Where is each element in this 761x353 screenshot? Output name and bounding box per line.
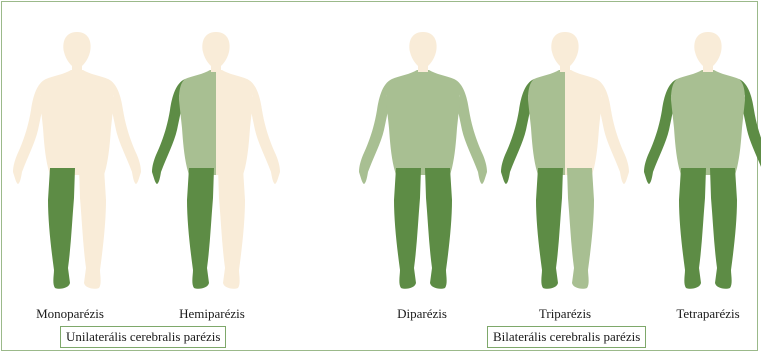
figure-diparézis xyxy=(359,32,487,289)
figure-hemiparézis xyxy=(152,32,280,289)
body-head xyxy=(694,32,721,72)
body-head xyxy=(202,32,229,72)
body-leg-right xyxy=(425,168,452,289)
body-trunk-right xyxy=(565,70,602,175)
body-leg-left xyxy=(536,168,563,289)
body-leg-right xyxy=(710,168,737,289)
body-leg-left xyxy=(48,168,75,289)
figure-triparézis xyxy=(501,32,629,289)
body-leg-left xyxy=(679,168,706,289)
body-trunk-left xyxy=(179,70,216,175)
body-trunk-left xyxy=(528,70,565,175)
body-head xyxy=(63,32,90,72)
body-trunk-right xyxy=(216,70,253,175)
body-trunk-left xyxy=(671,70,708,175)
body-leg-right xyxy=(79,168,106,289)
body-trunk-left xyxy=(386,70,423,175)
body-trunk-right xyxy=(708,70,745,175)
body-leg-left xyxy=(187,168,214,289)
figure-monoparézis xyxy=(13,32,141,289)
body-leg-right xyxy=(218,168,245,289)
label-monoparezis: Monoparézis xyxy=(36,306,104,322)
body-head xyxy=(409,32,436,72)
body-trunk-left xyxy=(40,70,77,175)
figure-tetraparézis xyxy=(644,32,761,289)
body-head xyxy=(551,32,578,72)
group-unilateral: Unilaterális cerebralis parézis xyxy=(60,326,226,348)
body-leg-left xyxy=(394,168,421,289)
body-trunk-right xyxy=(423,70,460,175)
group-bilateral: Bilaterális cerebralis parézis xyxy=(487,326,646,348)
label-tetraparezis: Tetraparézis xyxy=(676,306,739,322)
label-diparezis: Diparézis xyxy=(397,306,447,322)
body-trunk-right xyxy=(77,70,114,175)
body-leg-right xyxy=(567,168,594,289)
label-triparezis: Triparézis xyxy=(539,306,591,322)
label-hemiparezis: Hemiparézis xyxy=(179,306,245,322)
